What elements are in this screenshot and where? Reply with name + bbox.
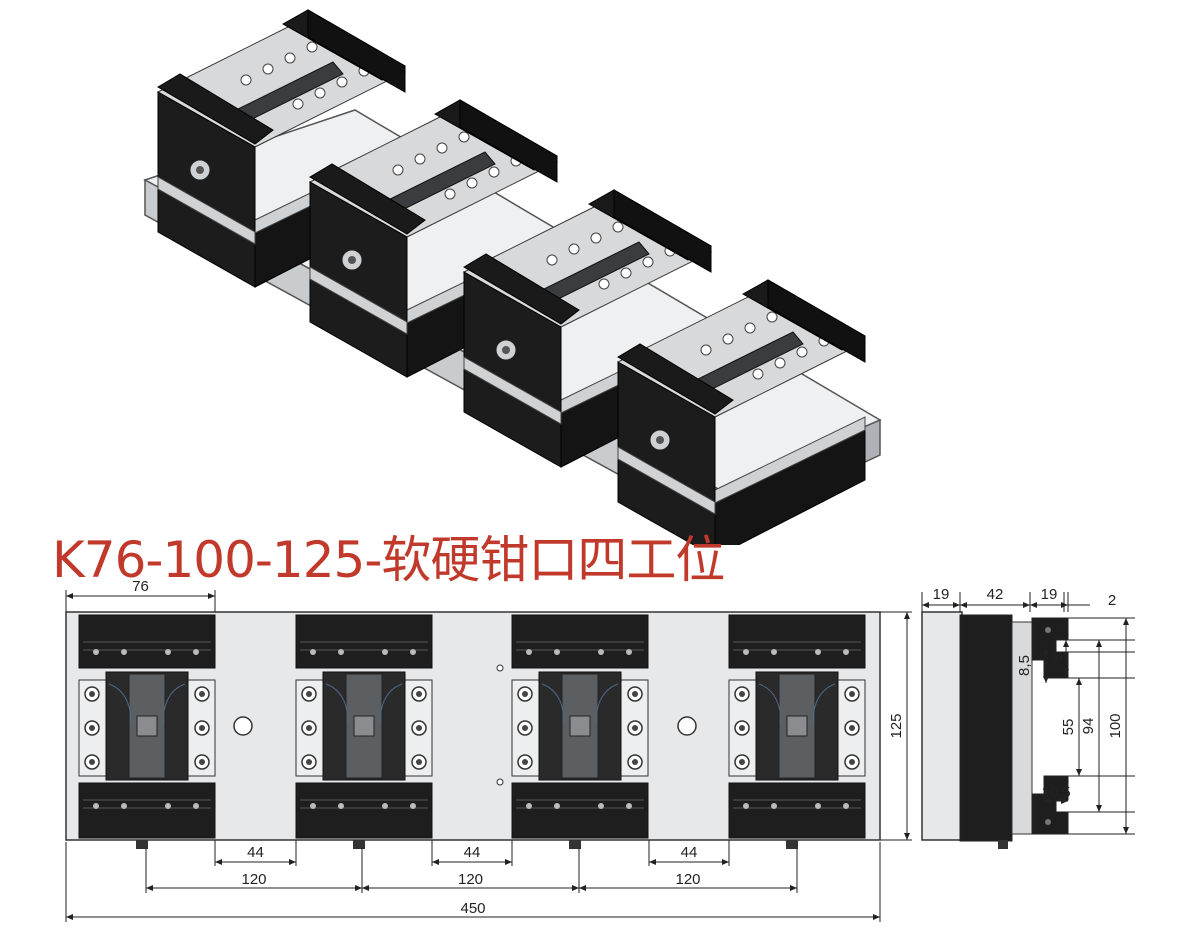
side-top-dimension: 42: [987, 586, 1004, 603]
side-top-dimension: 19: [1041, 586, 1058, 603]
overall-width-dimension: 125: [888, 713, 905, 738]
top-view-vise: [78, 614, 216, 849]
side-right-dimension: 100: [1107, 713, 1124, 738]
top-view-vise: [295, 614, 433, 849]
side-view-jaw: [1031, 775, 1069, 835]
side-top-dimension: 19: [933, 586, 950, 603]
overall-length-dimension: 450: [460, 900, 485, 917]
pitch-dimension: 120: [458, 871, 483, 888]
top-view-vise: [728, 614, 866, 849]
side-right-dimension: 10,5: [1041, 784, 1070, 801]
side-view-jaw: [1031, 617, 1069, 679]
gap-dimension: 44: [464, 844, 481, 861]
gap-dimension: 44: [247, 844, 264, 861]
side-view: [921, 611, 1069, 849]
side-view-body: [959, 614, 1013, 842]
side-top-dimension: 2: [1108, 592, 1116, 609]
plate-hole: [233, 716, 253, 736]
product-title: K76-100-125-软硬钳口四工位: [52, 531, 725, 589]
side-right-dimension: 55: [1060, 719, 1077, 736]
side-view-screw: [998, 840, 1008, 849]
gap-dimension: 44: [681, 844, 698, 861]
side-view-collar: [1011, 621, 1033, 835]
top-view: [65, 611, 881, 849]
side-view-plate: [921, 611, 963, 841]
plate-hole: [677, 716, 697, 736]
top-view-vise: [511, 614, 649, 849]
pitch-dimension: 120: [241, 871, 266, 888]
side-right-dimension: 8: [1049, 654, 1066, 662]
pitch-dimension: 120: [675, 871, 700, 888]
side-right-dimension: 94: [1080, 718, 1097, 735]
iso-vise: [616, 279, 867, 545]
side-right-dimension: 8,5: [1016, 655, 1033, 676]
isometric-view: [143, 9, 882, 545]
plate-hole: [496, 664, 504, 672]
plate-hole: [496, 778, 504, 786]
jaw-width-dimension: 76: [132, 578, 149, 595]
